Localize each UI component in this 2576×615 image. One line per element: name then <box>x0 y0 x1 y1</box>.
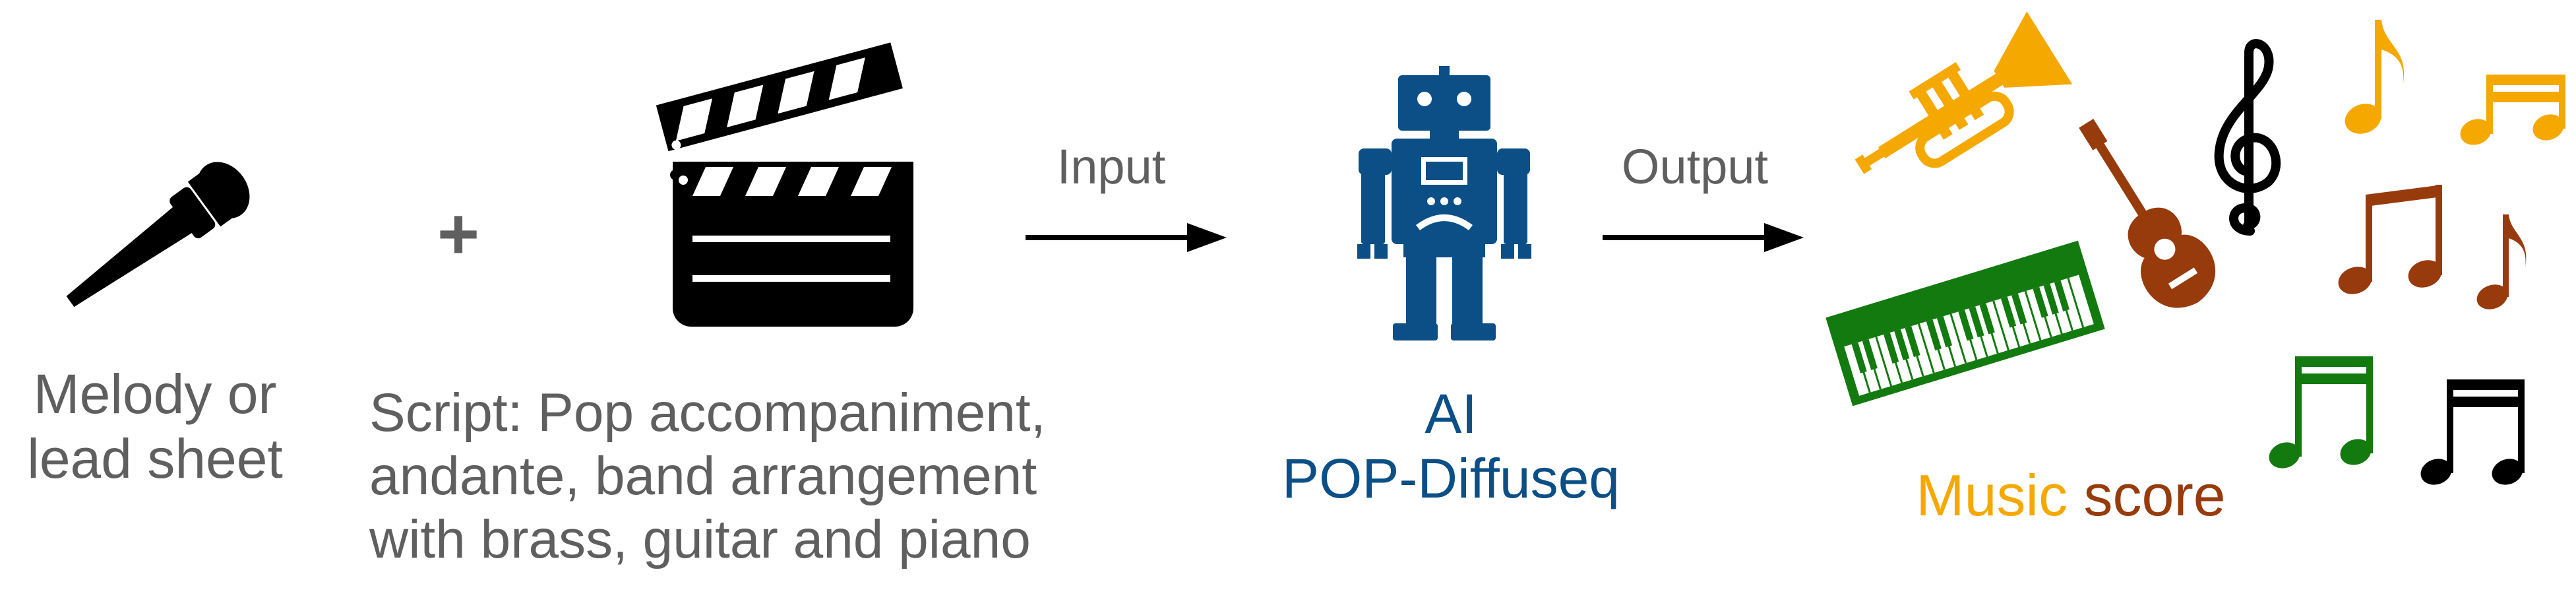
keyboard-black-key <box>1926 319 1942 351</box>
ai-line-2: POP-Diffuseq <box>1282 447 1620 510</box>
microphone-icon <box>66 162 250 308</box>
keyboard-black-key <box>2011 293 2027 325</box>
keyboard-black-key <box>1894 329 1910 361</box>
eighth-note-icon <box>2476 214 2527 309</box>
robot-icon <box>1357 66 1531 340</box>
keyboard-key-divider <box>1992 300 2009 351</box>
melody-label: Melody or lead sheet <box>0 362 310 492</box>
melody-line-1: Melody or <box>33 363 277 425</box>
treble-clef-icon <box>2214 39 2281 236</box>
keyboard-black-key <box>1979 303 1995 335</box>
beamed-notes-icon <box>2269 356 2373 469</box>
script-line-1: Script: Pop accompaniment, <box>369 383 1046 443</box>
script-description: Script: Pop accompaniment, andante, band… <box>369 381 1046 571</box>
script-line-3: with brass, guitar and piano <box>369 509 1031 569</box>
melody-line-2: lead sheet <box>27 428 283 490</box>
plus-sign: + <box>437 193 480 275</box>
keyboard-black-key <box>2054 280 2070 311</box>
keyboard-black-key <box>1958 309 1974 341</box>
keyboard-key-divider <box>2067 277 2085 328</box>
ai-label: AI POP-Diffuseq <box>1207 381 1695 511</box>
ai-line-1: AI <box>1425 383 1477 445</box>
music-score-label: Music score <box>1886 462 2255 530</box>
keyboard-black-key <box>2043 283 2059 315</box>
output-arrow <box>1603 223 1804 252</box>
keyboard-black-key <box>2000 296 2017 328</box>
keyboard-key-divider <box>1949 313 1967 364</box>
trumpet-icon <box>1855 11 2073 174</box>
music-word: Music <box>1916 463 2068 528</box>
input-arrow <box>1026 223 1227 252</box>
keyboard-black-key <box>1969 306 1984 338</box>
guitar-icon <box>2079 119 2216 308</box>
keyboard-black-key <box>1905 326 1920 358</box>
beamed-notes-icon <box>2338 185 2442 294</box>
clapperboard-icon <box>656 42 913 327</box>
input-arrow-label: Input <box>1057 139 1166 194</box>
keyboard-icon <box>1825 240 2105 406</box>
keyboard-black-key <box>1851 342 1867 373</box>
keyboard-key-divider <box>2024 290 2042 341</box>
keyboard-black-key <box>1862 339 1878 370</box>
keyboard-key-divider <box>1918 323 1935 373</box>
keyboard-key-divider <box>1875 336 1893 387</box>
keyboard-black-key <box>2033 286 2048 318</box>
keyboard-black-key <box>1936 316 1953 348</box>
score-word: score <box>2083 463 2226 528</box>
output-arrow-label: Output <box>1621 139 1769 194</box>
keyboard-black-key <box>1884 332 1899 364</box>
beamed-notes-icon <box>2420 379 2525 485</box>
beamed-notes-icon <box>2460 75 2565 145</box>
script-line-2: andante, band arrangement <box>369 445 1037 506</box>
eighth-note-icon <box>2345 20 2405 134</box>
